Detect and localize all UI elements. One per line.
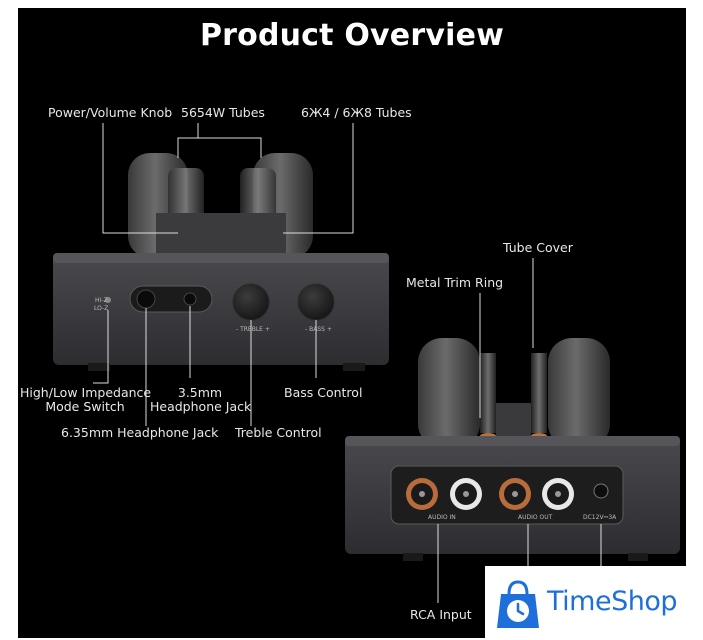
treble-knob [232,283,270,321]
label-rca-input: RCA Input [410,607,472,622]
headphone-635-jack [136,289,156,309]
dc-power-jack [593,483,609,499]
label-bass-control: Bass Control [284,385,363,400]
lo-z-marking: LO-Z [94,305,108,312]
audio-in-marking: AUDIO IN [428,514,456,521]
label-tube-cover: Tube Cover [503,240,573,255]
label-impedance-switch: High/Low Impedance Mode Switch [20,385,152,414]
label-power-volume-knob: Power/Volume Knob [48,105,173,120]
rear-tube-right [548,338,610,448]
dc-marking: DC12V⎓3A [583,514,617,521]
rear-amplifier: AUDIO IN AUDIO OUT DC12V⎓3A [345,338,680,561]
front-tube-base [156,213,286,255]
brand-name: TimeShop [547,586,678,617]
headphone-35-jack [183,292,197,306]
amplifier-illustration: HI-Z LO-Z - TREBLE + - BASS + [53,123,680,603]
timeshop-watermark: TimeShop [485,566,703,640]
hi-z-marking: HI-Z [95,297,108,304]
rear-tube-left [418,338,480,448]
label-35mm-jack-line2: Headphone Jack [150,399,252,414]
front-amp-body [53,253,389,365]
label-35mm-jack: 3.5mm Headphone Jack [150,385,252,414]
rca-output-right [542,478,574,510]
page-title: Product Overview [199,18,505,53]
label-5654w-tubes: 5654W Tubes [181,105,265,120]
label-treble-control: Treble Control [235,425,322,440]
bass-marking: - BASS + [305,326,332,333]
rca-input-left [406,478,438,510]
audio-out-marking: AUDIO OUT [518,514,553,521]
label-impedance-switch-line2: Mode Switch [45,399,125,414]
label-metal-trim-ring: Metal Trim Ring [406,275,504,290]
rca-input-right [450,478,482,510]
impedance-switch [105,297,111,303]
label-impedance-switch-line1: High/Low Impedance [20,385,152,400]
label-6zh4-tubes: 6Ж4 / 6Ж8 Tubes [301,105,412,120]
label-35mm-jack-line1: 3.5mm [177,385,223,400]
treble-marking: - TREBLE + [236,326,270,333]
product-overview-image: HI-Z LO-Z - TREBLE + - BASS + [18,8,686,638]
label-635mm-jack: 6.35mm Headphone Jack [61,425,219,440]
rca-output-left [499,478,531,510]
callout-lines [93,123,602,603]
front-amplifier: HI-Z LO-Z - TREBLE + - BASS + [53,153,389,371]
bass-knob [297,283,335,321]
shopping-bag-clock-icon [497,580,539,628]
